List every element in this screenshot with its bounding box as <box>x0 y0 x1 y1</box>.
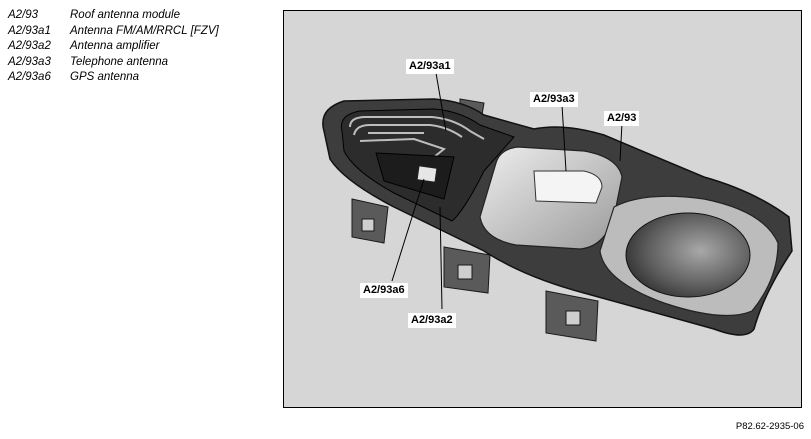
legend-code: A2/93a6 <box>8 71 51 83</box>
legend-row: A2/93a2 Antenna amplifier <box>8 39 219 55</box>
amplifier-board <box>375 152 455 200</box>
callout-a2-93a6: A2/93a6 <box>360 283 408 298</box>
mounting-tab <box>351 198 389 244</box>
telephone-antenna-plate <box>533 170 603 204</box>
callout-a2-93a2: A2/93a2 <box>408 313 456 328</box>
callout-a2-93a1: A2/93a1 <box>406 59 454 74</box>
leader-lines <box>391 72 623 310</box>
callout-a2-93: A2/93 <box>604 111 640 126</box>
antenna-module-illustration <box>322 72 793 342</box>
mounting-tab <box>545 290 599 342</box>
legend-desc: Antenna FM/AM/RRCL [FZV] <box>70 24 219 37</box>
callout-a2-93a3: A2/93a3 <box>530 92 578 107</box>
legend-code: A2/93a1 <box>8 24 51 37</box>
gps-antenna-chip <box>416 165 438 183</box>
legend-code: A2/93a2 <box>8 40 51 52</box>
legend-code: A2/93 <box>8 9 39 21</box>
antenna-module-figure: A2/93a1 A2/93a3 A2/93 A2/93a6 A2/93a2 <box>283 10 802 408</box>
legend-row: A2/93 Roof antenna module <box>8 8 219 24</box>
legend-desc: GPS antenna <box>70 71 140 83</box>
legend-row: A2/93a3 Telephone antenna <box>8 55 219 71</box>
dish-antenna <box>625 212 751 298</box>
legend-code: A2/93a3 <box>8 55 51 68</box>
legend-desc: Antenna amplifier <box>70 40 160 52</box>
mounting-tab <box>443 246 491 294</box>
legend-desc: Telephone antenna <box>70 55 169 68</box>
legend-row: A2/93a1 Antenna FM/AM/RRCL [FZV] <box>8 24 219 40</box>
figure-reference: P82.62-2935-06 <box>735 421 804 432</box>
legend-row: A2/93a6 GPS antenna <box>8 70 219 86</box>
legend: A2/93 Roof antenna module A2/93a1 Antenn… <box>8 8 219 86</box>
legend-desc: Roof antenna module <box>70 9 180 21</box>
